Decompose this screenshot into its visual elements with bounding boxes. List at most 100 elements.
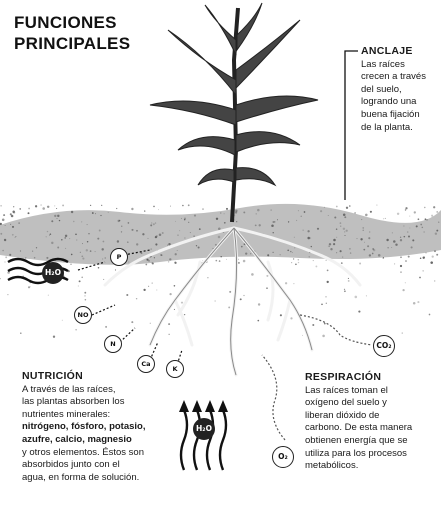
soil-speck [15, 236, 16, 237]
soil-speck [368, 237, 370, 239]
soil-speck [382, 257, 384, 259]
soil-speck [175, 253, 177, 255]
soil-speck [146, 259, 148, 261]
soil-speck [2, 250, 4, 252]
soil-speck [148, 286, 149, 287]
soil-speck [61, 239, 63, 241]
soil-speck [100, 215, 101, 216]
soil-speck [341, 262, 343, 264]
soil-speck [103, 279, 104, 280]
nutricion-heading: NUTRICIÓN [22, 370, 187, 383]
soil-speck [372, 248, 374, 250]
soil-speck [402, 333, 403, 334]
nutricion-line: A través de las raíces, [22, 384, 187, 397]
respiracion-line: obtienen energía que se [305, 435, 441, 448]
soil-speck [199, 228, 201, 230]
soil-speck [324, 207, 325, 208]
soil-speck [280, 254, 281, 255]
soil-speck [7, 294, 8, 295]
arrow-leaders [78, 250, 182, 368]
soil-speck [291, 262, 292, 263]
soil-speck [376, 205, 377, 206]
soil-speck [403, 225, 404, 226]
soil-speck [250, 253, 251, 254]
soil-speck [147, 238, 148, 239]
soil-speck [168, 261, 170, 263]
soil-speck [333, 243, 335, 245]
soil-speck [5, 256, 7, 258]
soil-speck [215, 244, 217, 246]
soil-speck [333, 239, 336, 242]
soil-speck [397, 213, 399, 215]
soil-speck [400, 237, 401, 238]
soil-speck [99, 230, 101, 232]
soil-speck [271, 225, 274, 228]
soil-speck [87, 224, 88, 225]
soil-speck [101, 248, 103, 250]
nutricion-line: agua, en forma de solución. [22, 472, 187, 485]
soil-speck [435, 232, 437, 234]
soil-speck [155, 222, 156, 223]
soil-speck [385, 218, 386, 219]
soil-speck [273, 232, 274, 233]
soil-speck [243, 295, 244, 296]
soil-speck [369, 231, 370, 232]
title-line-2: PRINCIPALES [14, 33, 130, 54]
soil-speck [59, 220, 60, 221]
soil-speck [434, 280, 435, 281]
soil-speck [177, 250, 178, 251]
soil-speck [313, 260, 314, 261]
soil-speck [150, 323, 151, 324]
soil-speck [226, 259, 227, 260]
soil-speck [245, 252, 247, 254]
soil-speck [70, 264, 72, 266]
soil-speck [28, 212, 30, 214]
soil-speck [169, 334, 170, 335]
soil-speck [349, 205, 351, 207]
soil-speck [224, 213, 225, 214]
soil-speck [226, 208, 228, 210]
soil-speck [121, 231, 122, 232]
soil-speck [405, 260, 407, 262]
soil-speck [290, 317, 292, 319]
soil-speck [360, 238, 362, 240]
soil-speck [46, 237, 47, 238]
soil-speck [158, 209, 159, 210]
soil-speck [229, 291, 231, 293]
soil-speck [84, 295, 85, 296]
soil-speck [355, 296, 358, 299]
soil-speck [141, 252, 143, 254]
soil-speck [150, 248, 152, 250]
soil-speck [108, 212, 109, 213]
soil-speck [79, 280, 81, 282]
soil-speck [196, 245, 197, 246]
respiracion-line: Las raíces toman el [305, 385, 441, 398]
soil-speck [151, 262, 153, 264]
soil-speck [343, 213, 346, 216]
soil-speck [174, 285, 176, 287]
h2o-molecule-bottom: H₂O [193, 418, 215, 440]
soil-speck [62, 204, 64, 206]
soil-speck [303, 230, 304, 231]
soil-speck [344, 290, 346, 292]
soil-speck [363, 230, 364, 231]
soil-speck [325, 296, 327, 298]
soil-speck [131, 321, 133, 323]
soil-speck [136, 243, 138, 245]
soil-speck [97, 238, 99, 240]
soil-speck [292, 252, 293, 253]
soil-speck [167, 245, 168, 246]
nutricion-line: azufre, calcio, magnesio [22, 434, 187, 447]
anclaje-heading: ANCLAJE [361, 45, 441, 58]
soil-speck [420, 224, 422, 226]
soil-speck [98, 267, 100, 269]
soil-speck [162, 232, 164, 234]
soil-speck [216, 218, 218, 220]
soil-speck [298, 262, 299, 263]
soil-speck [143, 289, 145, 291]
soil-speck [259, 224, 261, 226]
soil-speck [32, 251, 33, 252]
soil-speck [400, 239, 402, 241]
soil-speck [294, 247, 295, 248]
